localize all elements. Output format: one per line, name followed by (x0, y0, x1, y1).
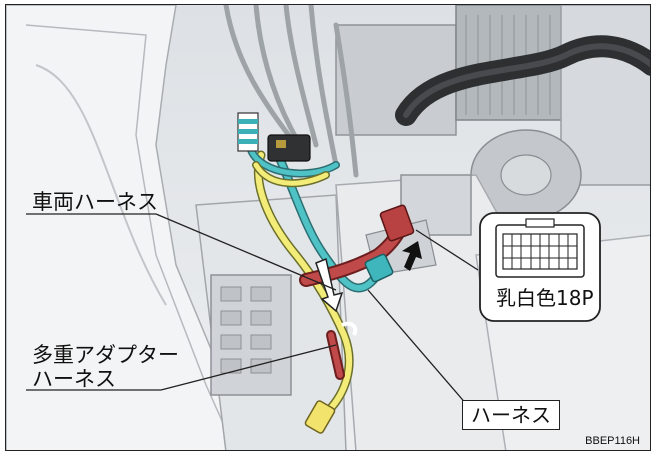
connector-color-label: 乳白色18P (496, 286, 594, 310)
connect-arrow (402, 241, 422, 271)
engine-bay-illustration (6, 5, 650, 450)
insert-direction-arrow (315, 257, 344, 313)
connector-detail-callout (479, 212, 601, 322)
yellow-terminal (304, 400, 336, 434)
illustration-frame: 車両ハーネス 多重アダプター ハーネス ハーネス 乳白色18P BBEP116H (5, 4, 651, 451)
adapter-connector (267, 134, 311, 162)
callout-multi-adapter-line2: ハーネス (32, 367, 116, 391)
callout-multi-adapter-line1: 多重アダプター (32, 343, 179, 367)
fender-panel (6, 5, 266, 450)
callout-harness: ハーネス (462, 400, 560, 430)
red-connector (379, 204, 415, 242)
figure-code: BBEP116H (585, 435, 640, 447)
yellow-wire (255, 152, 353, 418)
teal-connector (364, 253, 394, 283)
pin-terminal (237, 112, 259, 152)
callout-vehicle-harness: 車両ハーネス (32, 190, 158, 214)
teal-wire (273, 147, 384, 291)
